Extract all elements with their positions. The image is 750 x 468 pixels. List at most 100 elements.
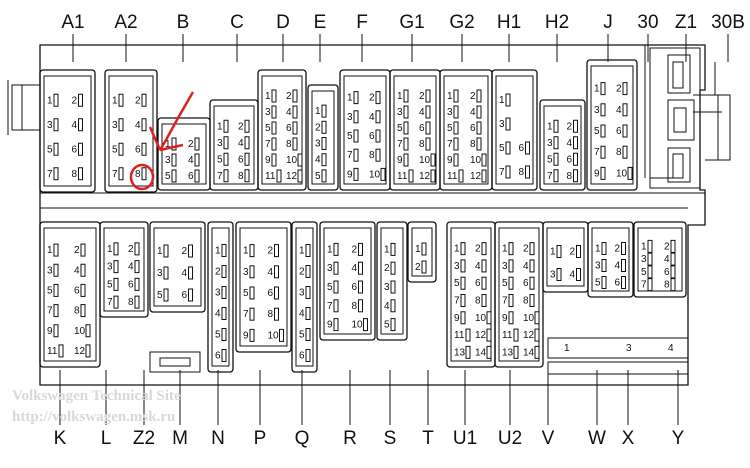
- pin-slot: [476, 89, 482, 103]
- pin-h1-6: 6: [519, 143, 525, 154]
- pin-slot: [481, 276, 487, 290]
- connector-l-inner: [103, 227, 145, 312]
- pin-slot: [297, 169, 303, 183]
- pin-u1-14: 14: [475, 347, 487, 358]
- pin-slot: [576, 245, 581, 258]
- pin-w-2: 2: [615, 244, 621, 255]
- pin-g2-8: 8: [470, 139, 476, 150]
- pin-slot: [363, 318, 368, 332]
- pin-slot: [556, 245, 562, 258]
- label-j: J: [603, 12, 613, 33]
- pin-slot: [375, 91, 381, 105]
- pin-slot: [573, 169, 578, 183]
- pin-f-6: 6: [369, 131, 375, 142]
- pin-p-6: 6: [268, 288, 274, 299]
- pin-slot: [141, 118, 147, 132]
- pin-h2-7: 7: [547, 171, 553, 182]
- pin-c-4: 4: [238, 138, 244, 149]
- pin-k-1: 1: [47, 245, 53, 256]
- pin-slot: [113, 277, 119, 291]
- pin-slot: [481, 242, 487, 256]
- pin-k-8: 8: [74, 306, 80, 317]
- label-g1: G1: [399, 12, 424, 33]
- pin-w-5: 5: [595, 278, 601, 289]
- pin-a1-4: 4: [72, 120, 78, 131]
- pin-n-5: 5: [215, 330, 221, 341]
- pin-slot: [622, 103, 628, 117]
- pin-slot: [600, 82, 606, 96]
- pin-j-6: 6: [616, 126, 622, 137]
- pin-slot: [118, 167, 124, 181]
- pin-slot: [425, 137, 431, 151]
- pin-slot: [53, 93, 59, 107]
- pin-x-5: 5: [641, 267, 647, 278]
- pin-slot: [321, 153, 327, 167]
- pin-slot: [113, 260, 119, 274]
- label-30b: 30B: [711, 12, 745, 33]
- pin-j-2: 2: [616, 84, 622, 95]
- pin-j-7: 7: [594, 147, 600, 158]
- pin-g2-1: 1: [447, 91, 453, 102]
- pin-q-1: 1: [299, 246, 305, 257]
- pin-k-2: 2: [74, 245, 80, 256]
- pin-slot: [85, 324, 91, 338]
- pin-b-3: 3: [165, 155, 171, 166]
- connector-x-body: [633, 221, 687, 298]
- pin-u1-10: 10: [475, 313, 487, 324]
- pin-slot: [529, 259, 535, 273]
- pin-slot: [403, 105, 409, 119]
- connector-h1-inner: [495, 75, 534, 185]
- pin-slot: [358, 242, 363, 256]
- pin-r-8: 8: [352, 301, 358, 312]
- pin-f-2: 2: [369, 93, 375, 104]
- connector-u2-inner: [498, 227, 540, 362]
- connector-t-inner: [411, 227, 433, 277]
- label-30: 30: [637, 12, 658, 33]
- pin-slot: [553, 136, 559, 150]
- pin-d-11: 11: [265, 171, 276, 182]
- pin-h2-8: 8: [567, 171, 573, 182]
- pin-g2-10: 10: [470, 155, 482, 166]
- pin-p-2: 2: [268, 246, 274, 257]
- pin-v-1: 1: [550, 247, 556, 258]
- pin-slot: [194, 137, 200, 151]
- pin-j-5: 5: [594, 126, 600, 137]
- pin-slot: [390, 242, 396, 256]
- label-c: C: [230, 12, 244, 33]
- pin-slot: [244, 136, 250, 150]
- pin-slot: [453, 105, 459, 119]
- pin-g1-9: 9: [397, 155, 403, 166]
- pin-c-5: 5: [217, 154, 223, 165]
- pin-slot: [358, 280, 363, 294]
- pin-j-9: 9: [594, 168, 600, 179]
- pin-c-7: 7: [217, 171, 223, 182]
- pin-slot: [80, 283, 86, 297]
- pin-k-4: 4: [74, 265, 80, 276]
- pin-h1-5: 5: [499, 143, 505, 154]
- pin-slot: [305, 349, 311, 362]
- bottom-strip: [149, 337, 689, 375]
- pin-g1-5: 5: [397, 123, 403, 134]
- pin-slot: [601, 276, 607, 289]
- pin-g2-12: 12: [470, 171, 482, 182]
- pin-slot: [163, 288, 169, 302]
- pin-slot: [134, 295, 140, 309]
- pin-slot: [171, 169, 177, 183]
- pin-a1-3: 3: [47, 120, 53, 131]
- pin-u2-8: 8: [523, 296, 529, 307]
- pin-r-10: 10: [352, 320, 364, 331]
- label-u2: U2: [498, 428, 522, 449]
- pin-slot: [53, 243, 59, 257]
- pin-v-3: 3: [550, 270, 556, 281]
- pin-slot: [333, 242, 339, 256]
- pin-c-6: 6: [238, 154, 244, 165]
- pin-b-4: 4: [188, 155, 194, 166]
- pin-slot: [188, 266, 193, 280]
- pin-a2-8: 8: [135, 169, 141, 180]
- pin-g1-10: 10: [419, 155, 431, 166]
- connector-a1-body: [39, 69, 96, 193]
- pin-slot: [508, 276, 514, 290]
- label-u1: U1: [453, 428, 477, 449]
